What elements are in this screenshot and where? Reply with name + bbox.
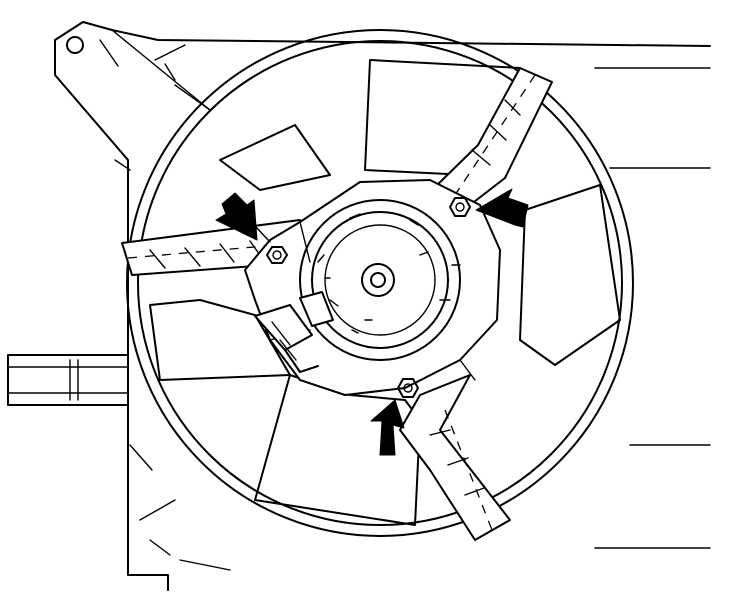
mounting-hole-tab: [66, 36, 84, 54]
motor-shaft: [361, 263, 395, 297]
motor-housing: [299, 199, 461, 361]
hub-plate: [244, 179, 501, 396]
electrical-connector: [254, 291, 334, 373]
fan-ring: [126, 29, 634, 537]
arrow-upper-right: [475, 188, 529, 228]
side-bracket: [7, 354, 129, 406]
nut-lower: [397, 378, 419, 398]
fan-shroud: [54, 21, 711, 591]
arrow-lower: [370, 399, 405, 456]
nut-upper-right: [449, 197, 471, 217]
nut-upper-left: [266, 246, 288, 264]
arrow-upper-left: [215, 192, 271, 243]
